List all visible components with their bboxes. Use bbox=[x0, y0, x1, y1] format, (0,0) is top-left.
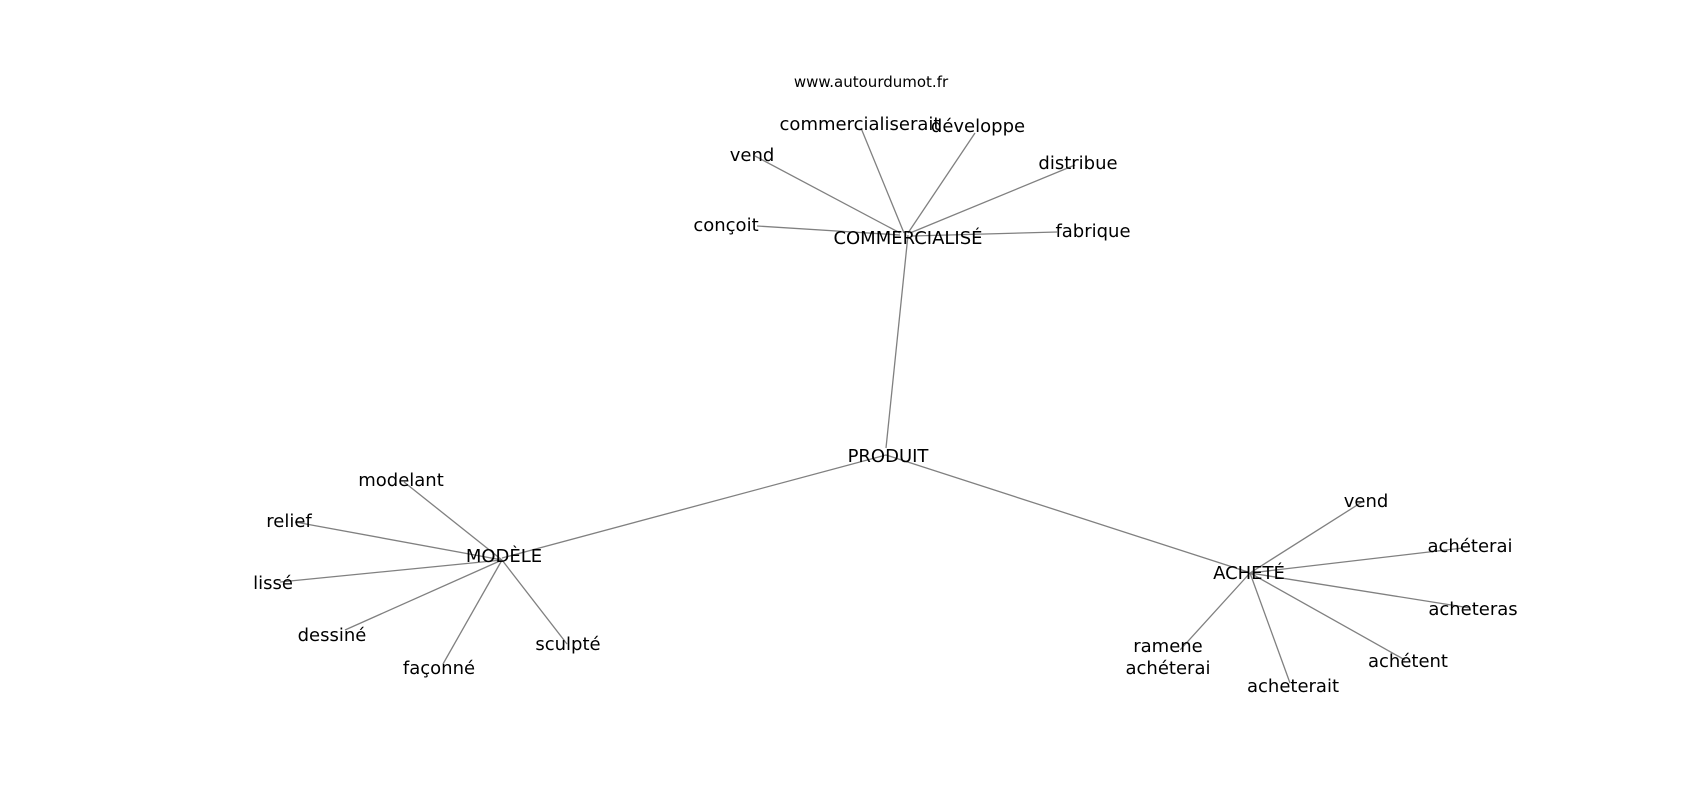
edge-commercialise-fabrique bbox=[911, 231, 1058, 237]
leaf-faconne: façonné bbox=[403, 658, 475, 679]
commercialise-edges bbox=[754, 127, 1076, 237]
edge-commercialise-concoit bbox=[756, 225, 901, 236]
leaf-lisse: lissé bbox=[253, 573, 293, 594]
leaf-relief: relief bbox=[266, 511, 312, 532]
leaf-vend-achete: vend bbox=[1344, 491, 1389, 512]
leaf-achetent: achétent bbox=[1368, 651, 1448, 672]
modele-edges bbox=[279, 481, 568, 665]
leaf-modelant: modelant bbox=[358, 470, 444, 491]
edge-produit-commercialise bbox=[885, 234, 909, 449]
leaf-concoit: conçoit bbox=[693, 215, 758, 236]
leaf-distribue: distribue bbox=[1038, 153, 1117, 174]
hub-label-commercialise: COMMERCIALISÉ bbox=[833, 227, 982, 249]
leaf-acheterai: achéterai bbox=[1428, 536, 1513, 557]
leaf-vend-commercialise: vend bbox=[730, 145, 775, 166]
leaf-dessine: dessiné bbox=[298, 625, 367, 646]
edge-achete-acheterai bbox=[1249, 547, 1464, 574]
leaf-sculpte: sculpté bbox=[535, 634, 600, 655]
achete-edges bbox=[1179, 501, 1471, 684]
edge-modele-sculpte bbox=[501, 559, 568, 645]
edge-modele-relief bbox=[294, 521, 503, 561]
leaf-developpe: développe bbox=[931, 116, 1025, 137]
edge-commercialise-vend bbox=[754, 155, 901, 234]
edge-modele-faconne bbox=[442, 559, 503, 665]
edge-produit-modele bbox=[501, 454, 887, 559]
edge-achete-ramene-acheterai bbox=[1179, 572, 1251, 651]
edge-achete-achetent bbox=[1249, 572, 1406, 661]
hub-label-modele: MODÈLE bbox=[466, 545, 542, 567]
leaf-acheterait: acheterait bbox=[1247, 676, 1339, 697]
edge-commercialise-commercialiserait bbox=[860, 127, 905, 234]
edge-commercialise-developpe bbox=[907, 132, 976, 234]
edge-modele-dessine bbox=[344, 559, 503, 631]
leaf-commercialiserait: commercialiserait bbox=[780, 114, 941, 135]
edge-commercialise-distribue bbox=[909, 164, 1076, 234]
edge-produit-achete bbox=[885, 454, 1249, 573]
hub-label-achete: ACHETÉ bbox=[1213, 562, 1285, 584]
edge-achete-acheterait bbox=[1249, 572, 1291, 684]
edge-achete-vend bbox=[1249, 501, 1363, 574]
center-node-label: PRODUIT bbox=[848, 446, 930, 467]
leaf-fabrique: fabrique bbox=[1055, 221, 1130, 242]
source-url: www.autourdumot.fr bbox=[794, 73, 949, 91]
edge-modele-lisse bbox=[279, 559, 503, 583]
center-edges bbox=[501, 234, 1249, 573]
edge-modele-modelant bbox=[403, 481, 503, 561]
edge-achete-acheteras bbox=[1249, 572, 1471, 609]
leaf-acheteras: acheteras bbox=[1428, 599, 1517, 620]
